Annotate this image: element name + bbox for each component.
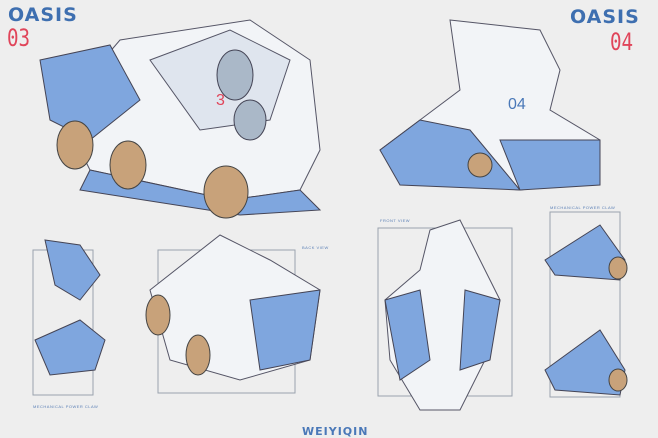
vehicle-03-marking: 3 <box>216 92 225 109</box>
oasis-logo-left: OASIS <box>8 4 78 26</box>
back-view-illustration <box>145 234 321 394</box>
label-claw-right: MECHANICAL POWER CLAW <box>550 205 616 210</box>
label-claw-left: MECHANICAL POWER CLAW <box>33 404 99 409</box>
vehicle-04-marking: 04 <box>508 96 526 113</box>
vehicle-04-body <box>379 19 601 191</box>
artist-signature: WEIYIQIN <box>302 425 369 438</box>
front-view-illustration <box>377 219 513 411</box>
claw-left-illustration <box>32 239 106 396</box>
vehicle-03-body <box>39 19 322 216</box>
label-back-view: BACK VIEW <box>302 245 329 250</box>
sheet-number-left: 03 <box>7 24 31 52</box>
oasis-logo-right: OASIS <box>570 6 640 28</box>
sheet-number-right: 04 <box>610 28 634 56</box>
claw-right-illustration <box>544 211 628 398</box>
vehicle-03-wheels <box>56 120 249 219</box>
label-front-view: FRONT VIEW <box>380 218 411 223</box>
